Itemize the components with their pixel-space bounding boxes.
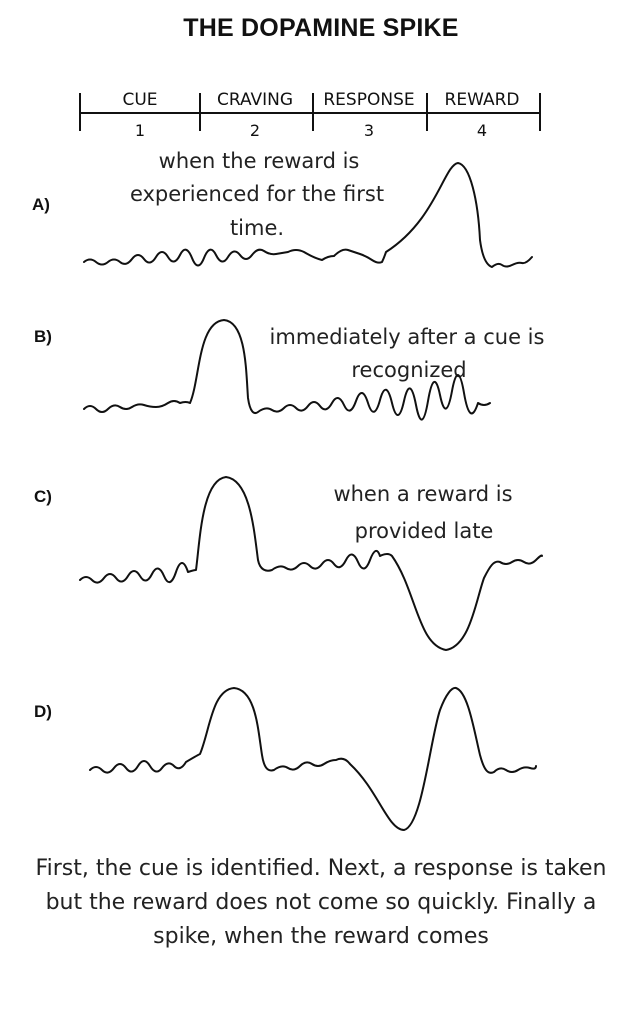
row-a: A) when the reward is experienced for th… [32,149,533,268]
stage-number-3: 3 [364,121,374,140]
annotation-b-line-2: recognized [351,358,466,382]
stage-label-craving: CRAVING [217,90,293,110]
annotation-b-line-1: immediately after a cue is [270,325,545,349]
annotation-a-line-2: experienced for the first [130,182,384,206]
caption-line-3: spike, when the reward comes [153,924,489,949]
dopamine-wave-c [79,476,543,651]
caption-line-2: but the reward does not come so quickly.… [45,890,597,915]
row-label-b: B) [34,327,52,346]
caption-line-1: First, the cue is identified. Next, a re… [35,856,607,881]
stage-number-2: 2 [250,121,260,140]
row-c: C) when a reward is provided late [34,476,543,651]
annotation-a-line-3: time. [230,216,284,240]
stage-label-cue: CUE [122,90,157,110]
annotation-c-line-1: when a reward is [333,482,512,506]
row-b: B) immediately after a cue is recognized [34,319,545,421]
stage-timeline: CUE CRAVING RESPONSE REWARD 1 2 3 4 [79,90,541,140]
stage-label-response: RESPONSE [323,90,414,110]
dopamine-wave-a [83,162,533,268]
row-d: D) [34,686,537,831]
annotation-c-line-2: provided late [355,519,494,543]
stage-label-reward: REWARD [445,90,520,110]
dopamine-wave-b [83,319,491,421]
stage-number-1: 1 [135,121,145,140]
row-label-d: D) [34,702,52,721]
row-label-c: C) [34,487,52,506]
row-label-a: A) [32,195,50,214]
stage-number-4: 4 [477,121,487,140]
dopamine-wave-d [89,686,537,831]
page-title: THE DOPAMINE SPIKE [183,14,459,42]
caption: First, the cue is identified. Next, a re… [0,852,642,954]
annotation-a-line-1: when the reward is [159,149,360,173]
